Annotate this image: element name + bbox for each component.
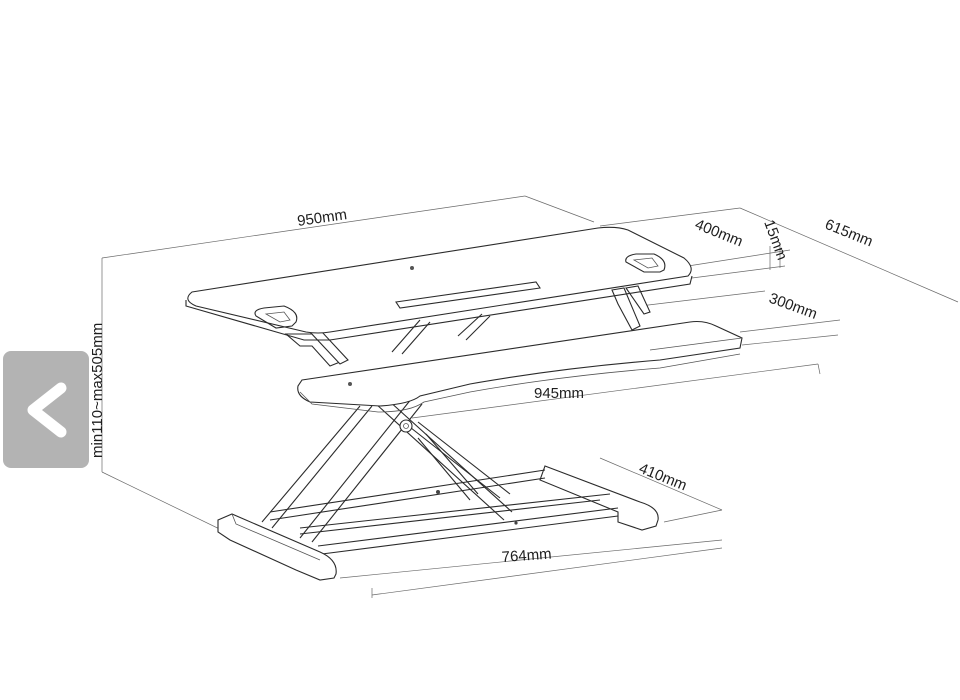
label-top-width: 950mm (296, 206, 348, 230)
label-base-depth: 410mm (637, 460, 690, 495)
label-top-thickness: 15mm (760, 218, 790, 263)
dimension-lines (101, 195, 959, 598)
label-keyboard-width: 945mm (534, 385, 584, 402)
back-button[interactable] (3, 351, 89, 468)
keyboard-tray (297, 320, 743, 413)
label-keyboard-depth: 300mm (767, 290, 820, 323)
label-overall-depth: 615mm (823, 216, 876, 251)
label-top-depth: 400mm (693, 216, 746, 251)
lift-mechanism (261, 313, 513, 543)
chevron-left-icon (27, 382, 67, 438)
label-base-width: 764mm (501, 546, 552, 566)
label-height-range: min110~max505mm (89, 323, 106, 458)
desktop-board (185, 226, 693, 341)
base-frame (217, 465, 659, 581)
